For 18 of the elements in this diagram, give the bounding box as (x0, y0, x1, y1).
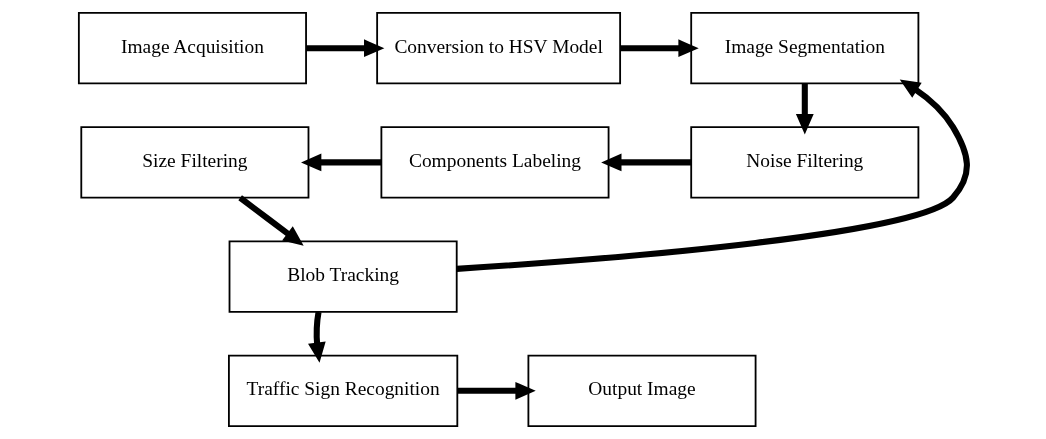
arrow (306, 39, 385, 58)
arrow (238, 195, 304, 246)
node-box: Size Filtering (80, 126, 310, 199)
arrow (301, 153, 382, 172)
arrow (620, 39, 699, 58)
node-box: Traffic Sign Recognition (228, 354, 459, 427)
arrow (456, 79, 970, 272)
arrow (308, 311, 326, 363)
node-box: Blob Tracking (228, 240, 458, 313)
node-box: Noise Filtering (690, 126, 920, 199)
arrow (795, 83, 814, 135)
arrow (601, 153, 692, 172)
node-box: Image Segmentation (690, 12, 920, 85)
arrow (457, 381, 536, 400)
node-box: Output Image (527, 354, 757, 427)
node-box: Conversion to HSV Model (376, 12, 622, 85)
node-box: Image Acquisition (77, 12, 307, 85)
node-box: Components Labeling (380, 126, 610, 199)
